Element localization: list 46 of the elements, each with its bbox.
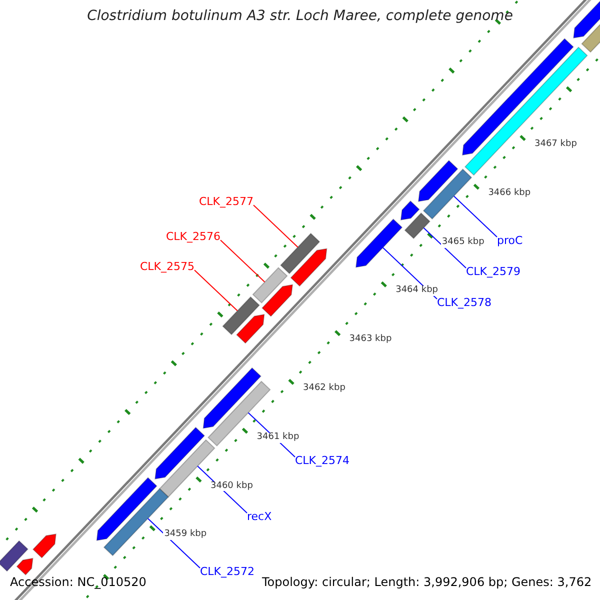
gene-label: CLK_2577 [199, 196, 254, 208]
gene-bar [404, 212, 430, 240]
leader-line [253, 204, 298, 248]
title: Clostridium botulinum A3 str. Loch Maree, complete genome [86, 9, 514, 24]
gene-feature [236, 314, 265, 344]
leader-line [147, 518, 200, 568]
gene-feature [573, 0, 600, 38]
tick-label: 3459 kbp [163, 530, 208, 540]
gene-bar [280, 232, 320, 274]
tick-label: 3461 kbp [256, 432, 300, 443]
gene-feature [154, 426, 206, 480]
gene-feature [400, 200, 420, 220]
tick-label: 3460 kbp [210, 482, 254, 492]
leader-line [220, 240, 266, 282]
leader-line [453, 196, 498, 238]
gene-feature [290, 248, 328, 287]
gene-label: CLK_2574 [295, 455, 350, 468]
gene-label: CLK_2572 [200, 566, 255, 578]
gene-label: CLK_2578 [437, 297, 492, 310]
gene-feature [418, 160, 458, 202]
gene-feature [96, 477, 158, 541]
tick-label: 3463 kbp [348, 335, 393, 346]
gene-label: CLK_2575 [140, 261, 195, 274]
leader-line [423, 227, 466, 268]
gene-bar [222, 296, 260, 336]
tick-label: 3465 kbp [440, 238, 486, 248]
genome-summary-text: Topology: circular; Length: 3,992,906 bp; Genes: 3,762 [262, 576, 592, 590]
gene-label: recX [247, 511, 272, 524]
gene-feature [16, 558, 34, 576]
gene-bar [252, 267, 288, 304]
gene-label: CLK_2579 [466, 266, 521, 278]
gene-bar [464, 46, 588, 176]
gene-bar [422, 168, 472, 220]
gene-label: CLK_2576 [166, 231, 221, 244]
gene-feature [202, 367, 262, 429]
leader-line [194, 270, 238, 312]
tick-label: 3467 kbp [534, 140, 578, 150]
tick-label: 3466 kbp [487, 188, 532, 199]
gene-feature [355, 218, 403, 268]
gene-feature [262, 284, 294, 317]
tick-label: 3464 kbp [394, 286, 439, 296]
accession-text: Accession: NC_010520 [10, 576, 146, 590]
tick-label: 3462 kbp [302, 384, 346, 394]
gene-bar [0, 540, 28, 572]
gene-feature [32, 534, 56, 558]
gene-label: proC [497, 235, 523, 248]
